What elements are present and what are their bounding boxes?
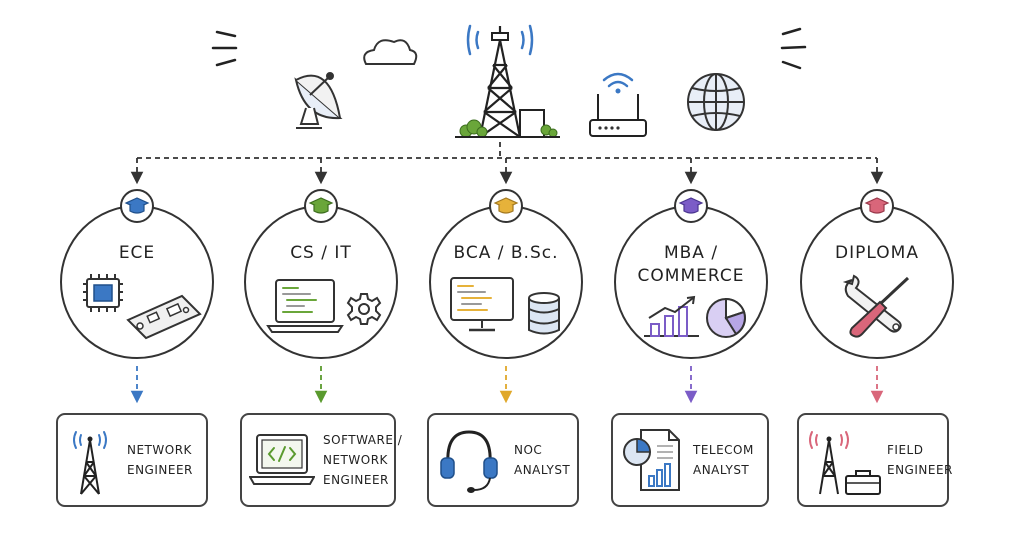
role-label-line: TELECOM — [693, 443, 754, 457]
globe-icon — [687, 73, 745, 131]
degree-circle-ece — [60, 205, 214, 359]
role-label-line: SOFTWARE / — [323, 433, 403, 447]
role-label-line: ANALYST — [693, 463, 750, 477]
headset-icon — [440, 430, 498, 493]
degree-label-bca: BCA / B.Sc. — [453, 243, 559, 263]
graduation-cap-icon — [674, 189, 708, 223]
graduation-cap-icon — [489, 189, 523, 223]
role-label-line: ENGINEER — [127, 463, 193, 477]
role-label-line: FIELD — [887, 443, 924, 457]
satellite-dish-icon — [294, 72, 343, 129]
role-label-line: ANALYST — [514, 463, 571, 477]
cloud-icon — [363, 39, 418, 65]
report-chart-icon — [623, 429, 680, 491]
graduation-cap-icon — [304, 189, 338, 223]
monitor-code-icon — [450, 277, 514, 332]
growth-chart-icon — [644, 295, 699, 337]
role-arrows — [130, 366, 884, 404]
degree-label-mba-line2: COMMERCE — [637, 266, 745, 286]
graduation-cap-icon — [120, 189, 154, 223]
degree-circle-diploma — [800, 205, 954, 359]
circuit-board-icon — [126, 294, 202, 340]
database-icon — [528, 292, 560, 335]
tower-toolbox-icon — [809, 431, 881, 495]
microchip-icon — [83, 274, 123, 312]
code-laptop-icon — [249, 434, 315, 485]
wifi-router-icon — [589, 72, 647, 137]
radio-tower-icon — [73, 431, 107, 495]
role-label-line: ENGINEER — [887, 463, 953, 477]
role-card-network-engineer — [56, 413, 208, 507]
sparkle-right-icon — [780, 27, 807, 70]
role-label-line: NETWORK — [127, 443, 192, 457]
role-label-line: NOC — [514, 443, 543, 457]
degree-label-cs-it: CS / IT — [290, 243, 352, 263]
connector-lines — [130, 142, 884, 185]
degree-label-ece: ECE — [118, 243, 156, 263]
role-label-line: NETWORK — [323, 453, 388, 467]
gear-icon — [346, 293, 382, 325]
degree-label-mba-line1: MBA / — [663, 243, 719, 263]
degree-label-diploma: DIPLOMA — [835, 243, 919, 263]
role-label-line: ENGINEER — [323, 473, 389, 487]
sparkle-left-icon — [211, 30, 238, 67]
laptop-code-icon — [266, 279, 344, 333]
cell-tower-icon — [455, 24, 560, 138]
pie-chart-icon — [706, 297, 746, 338]
graduation-cap-icon — [860, 189, 894, 223]
tools-icon — [842, 274, 910, 338]
